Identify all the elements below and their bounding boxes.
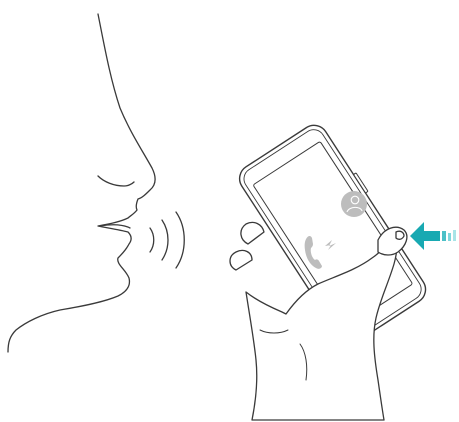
sound-waves-icon (150, 212, 184, 268)
face-profile-icon (8, 14, 155, 352)
contact-avatar-icon (341, 191, 367, 217)
press-arrow-icon (410, 222, 456, 250)
